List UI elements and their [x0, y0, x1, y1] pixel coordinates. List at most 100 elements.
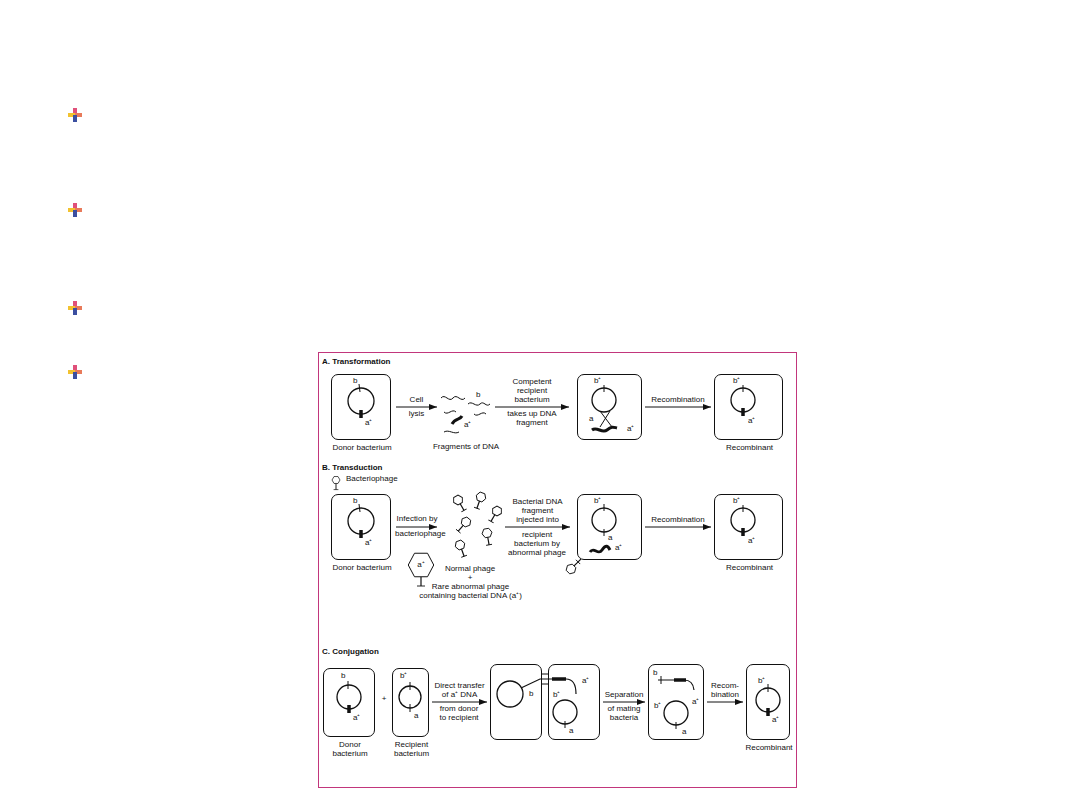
figure-caption: Rare abnormal phage containing bacterial…	[416, 583, 525, 601]
plus-sign: +	[465, 574, 475, 583]
gene-label: b⁺	[400, 672, 407, 681]
dna-fragment-marked	[590, 546, 610, 552]
phage-icon	[454, 515, 472, 534]
figure-caption: Bacteriophage	[346, 475, 416, 484]
dna-strand	[658, 680, 694, 690]
gene-tick	[604, 529, 605, 536]
gene-label: a⁺	[417, 561, 424, 570]
gene-label: a⁺	[772, 716, 779, 725]
figure-caption: Fragments of DNA	[426, 443, 506, 452]
cell-caption: Recombinant	[714, 444, 786, 453]
arrow-label: bacteriophage	[395, 530, 455, 539]
bacterium-cell: ba⁺Donor bacterium	[331, 494, 391, 560]
arrow-label: Direct transfer of a⁺ DNA	[433, 682, 487, 700]
arrow-label: Recombination	[649, 396, 707, 405]
phage-icon	[454, 539, 469, 558]
arrow-label: takes up DNA fragment	[502, 410, 562, 428]
gene-tick	[359, 384, 360, 392]
gene-marker	[359, 410, 363, 418]
cell-caption: Donor bacterium	[327, 564, 397, 573]
bacterium-cell: b⁺a⁺Recombinant	[714, 374, 783, 440]
gene-tick	[743, 385, 744, 392]
dna-fragment	[441, 397, 465, 400]
bullet-icon	[68, 108, 82, 122]
arrow-label: Competent recipient bacterium	[504, 378, 560, 404]
gene-label: b⁺	[594, 497, 601, 506]
gene-tick	[359, 504, 360, 512]
bullet-icon	[68, 301, 82, 315]
gene-label: a	[682, 728, 686, 737]
gene-label: a	[569, 727, 573, 736]
phage-tail	[417, 586, 425, 587]
gene-label: b	[653, 669, 657, 678]
connector-arrow	[707, 702, 743, 703]
chromosome	[497, 681, 523, 707]
bullet-icon	[68, 203, 82, 217]
phage-icon	[472, 491, 487, 510]
bacterium-cell: b⁺aRecipient bacterium	[392, 668, 429, 737]
chromosome	[592, 508, 616, 532]
cell-caption: Donor bacterium	[324, 741, 376, 759]
phage-icon	[452, 494, 469, 513]
gene-marker	[741, 408, 745, 416]
gene-tick	[410, 704, 411, 712]
connector-arrow	[645, 407, 711, 408]
bacterium-cell: ba⁺Donor bacterium	[323, 668, 375, 737]
gene-tick	[604, 504, 605, 511]
gene-label: b⁺	[553, 691, 560, 700]
phage-head-outline	[408, 553, 433, 577]
gene-label: a⁺	[365, 539, 372, 548]
figure-caption: Normal phage	[440, 565, 500, 574]
dna-fragment-marked	[452, 416, 462, 424]
gene-label: b⁺	[654, 702, 661, 711]
connector-arrow	[603, 702, 645, 703]
panel-title: A. Transformation	[322, 358, 432, 367]
process-arrow	[505, 527, 570, 528]
arrow-label: Recombination	[649, 516, 707, 525]
gene-label: b⁺	[733, 497, 740, 506]
gene-label: b⁺	[733, 377, 740, 386]
cell-caption: Recombinant	[714, 564, 786, 573]
gene-marker	[674, 678, 686, 682]
dna-fragment	[468, 403, 490, 405]
gene-label: a⁺	[627, 425, 634, 434]
phage-icon	[332, 477, 340, 490]
gene-label: a⁺	[365, 419, 372, 428]
bacterium-cell: a⁺b⁺a	[548, 664, 600, 740]
gene-tick	[604, 385, 605, 392]
arrow-label: recipient bacterium by abnormal phage	[506, 531, 568, 557]
bacterium-cell: b⁺a⁺Recombinant	[746, 664, 790, 740]
gene-label: b⁺	[594, 377, 601, 386]
arrow-label: Separation	[602, 691, 646, 700]
gene-tick	[410, 682, 411, 690]
gene-marker	[347, 705, 351, 713]
gene-label: b	[529, 690, 533, 699]
dna-fragment	[444, 431, 459, 433]
bacterium-cell: b⁺a⁺Recombinant	[714, 494, 783, 560]
plus-sign: +	[379, 695, 389, 704]
gene-marker	[552, 677, 566, 681]
chromosome	[664, 701, 688, 725]
arrow-label: Bacterial DNA fragment injected into	[510, 498, 565, 524]
phage-icon	[481, 528, 494, 546]
bacterium-cell: b⁺aa⁺	[577, 374, 642, 440]
dna-fragment	[444, 411, 456, 413]
cell-caption: Recipient bacterium	[389, 741, 435, 759]
figure-frame	[319, 353, 797, 788]
gene-label: b	[476, 391, 486, 400]
process-arrow	[396, 527, 437, 528]
gene-tick	[565, 721, 566, 728]
bacterium-cell: ba⁺b⁺a	[648, 664, 704, 740]
process-arrow	[495, 407, 569, 408]
gene-marker	[766, 708, 770, 716]
dna-fragment	[474, 413, 486, 415]
gene-label: a⁺	[353, 714, 360, 723]
phage-icon	[487, 505, 504, 524]
gene-label: a⁺	[748, 537, 755, 546]
gene-label: b	[353, 497, 357, 506]
arrow-label: of mating bacteria	[602, 705, 646, 723]
phage-head: a⁺	[408, 553, 434, 577]
cell-caption: Recombinant	[743, 744, 795, 753]
